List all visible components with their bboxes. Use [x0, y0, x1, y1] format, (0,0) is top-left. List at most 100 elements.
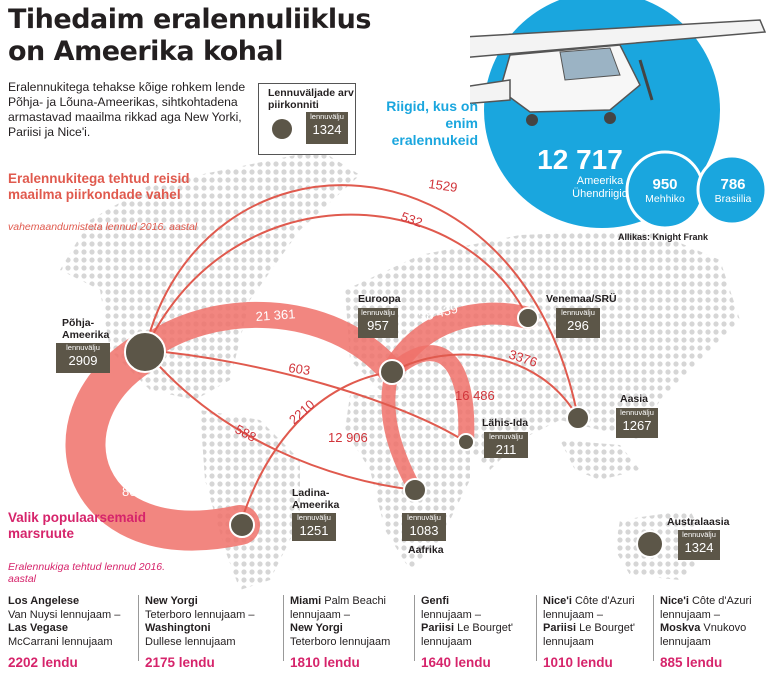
route-divider	[283, 595, 284, 661]
route-airport-b: Le Bourget' lennujaam	[543, 622, 636, 648]
region-latin-america-value: 1251	[299, 523, 329, 538]
flow-na-russia	[144, 213, 529, 351]
region-russia-value: 296	[567, 318, 589, 333]
route-divider	[536, 595, 537, 661]
brazil-figure: 786 Brasiilia	[700, 176, 766, 205]
route-item: Nice'i Côte d'Azuri lennujaam – Moskva V…	[660, 595, 752, 670]
usa-name: Ameerika Ühendriigid	[572, 175, 628, 200]
route-city-b: Washingtoni	[145, 622, 211, 634]
node-russia	[517, 307, 539, 329]
region-africa-box: lennuvälju 1083	[402, 513, 446, 541]
flow-label-latin-europe: 2210	[286, 397, 318, 427]
flow-label-europe-africa: 12 906	[328, 430, 368, 445]
route-airport-b: Dullese lennujaam	[145, 635, 236, 648]
route-total: 1640 lendu	[421, 655, 491, 670]
legend-count-box: lennuvälju 1324	[306, 112, 348, 144]
route-airport-b: Le Bourget' lennujaam	[421, 622, 514, 648]
region-europe-box: lennuvälju 957	[358, 308, 398, 338]
flow-europe-middle-east	[384, 345, 475, 450]
flows-subheading: vahemaandumisteta lennud 2016. aastal	[8, 221, 198, 233]
route-city-a: New Yorgi	[145, 595, 198, 607]
route-airport-a: lennujaam	[421, 608, 472, 621]
region-africa-value: 1083	[409, 523, 439, 538]
node-latin-america	[229, 512, 255, 538]
brazil-name: Brasiilia	[714, 193, 752, 205]
region-australasia-name: Australaasia	[667, 516, 730, 528]
region-north-america-box: lennuvälju 2909	[56, 343, 110, 373]
region-australasia-box: lennuvälju 1324	[678, 530, 720, 560]
route-airport-a: Teterboro lennujaam	[145, 608, 246, 621]
mexico-name: Mehhiko	[645, 193, 685, 205]
flow-na-middle-east	[144, 349, 467, 443]
route-city-b: Las Vegase	[8, 622, 68, 634]
flow-latin-europe	[239, 371, 393, 526]
intro-text: Eralennukitega tehakse kõige rohkem lend…	[8, 80, 246, 139]
region-australasia-value: 1324	[684, 540, 714, 555]
flow-na-europe	[132, 301, 405, 385]
node-middle-east	[457, 433, 475, 451]
route-total: 1810 lendu	[290, 655, 360, 670]
route-airport-a: Côte d'Azuri lennujaam	[543, 595, 635, 621]
route-item: Los Angelese Van Nuysi lennujaam – Las V…	[8, 595, 136, 675]
brazil-bubble	[696, 154, 768, 226]
title-line-1: Tihedaim eralennuliiklus	[8, 4, 371, 35]
airplane-icon	[470, 19, 767, 126]
title-line-2: on Ameerika kohal	[8, 36, 283, 67]
route-airport-b: Vnukovo lennujaam	[660, 622, 747, 648]
flow-na-latin	[65, 335, 260, 551]
region-north-america-name: Põhja-Ameerika	[62, 317, 110, 341]
brazil-value: 786	[720, 176, 746, 193]
region-asia-label: lennuvälju	[620, 408, 654, 417]
route-city-a: Los Angelese	[8, 595, 80, 607]
mexico-value: 950	[652, 176, 678, 193]
flow-label-europe-middle-east: 16 486	[455, 388, 495, 403]
region-north-america-value: 2909	[68, 353, 98, 368]
route-divider	[414, 595, 415, 661]
flow-europe-asia	[391, 353, 579, 419]
country-bubbles	[470, 0, 768, 230]
route-city-a: Genfi	[421, 595, 450, 607]
route-item: New Yorgi Teterboro lennujaam – Washingt…	[145, 595, 275, 675]
flow-bands	[65, 301, 539, 551]
node-africa	[403, 478, 427, 502]
route-divider	[138, 595, 139, 661]
node-australasia	[636, 530, 664, 558]
route-airport-a: Côte d'Azuri lennujaam	[660, 595, 752, 621]
legend-node-icon	[272, 119, 292, 139]
region-europe-value: 957	[367, 318, 389, 333]
route-city-a: Nice'i	[660, 595, 689, 607]
flow-label-na-latin: 80 029	[122, 484, 162, 499]
region-russia-box: lennuvälju 296	[556, 308, 600, 338]
route-item: Miami Palm Beachi lennujaam – New Yorgi …	[290, 595, 418, 675]
mexico-figure: 950 Mehhiko	[628, 176, 702, 205]
routes-subheading: Eralennukiga tehtud lennud 2016. aastal	[8, 561, 166, 585]
route-total: 2175 lendu	[145, 655, 215, 670]
region-asia-value: 1267	[622, 418, 652, 433]
route-airport-b: Teterboro lennujaam	[290, 635, 391, 648]
routes-heading: Valik populaarsemaid marsruute	[8, 510, 147, 541]
flow-label-na-europe: 21 361	[255, 306, 296, 324]
routes-list: Los Angelese Van Nuysi lennujaam – Las V…	[8, 595, 763, 675]
region-russia-name: Venemaa/SRÜ	[546, 293, 617, 305]
node-north-america	[124, 331, 166, 373]
route-airport-b: McCarrani lennujaam	[8, 635, 113, 648]
flow-label-na-middle-east: 603	[288, 360, 312, 378]
source-note: Allikas: Knight Frank	[618, 232, 709, 242]
region-asia-name: Aasia	[620, 393, 649, 405]
flow-lines	[144, 184, 579, 526]
legend-label: lennuvälju	[310, 112, 344, 121]
legend-title: Lennuväljade arv piirkonniti	[268, 87, 354, 111]
route-city-b: Pariisi	[421, 622, 455, 634]
route-city-b: Moskva	[660, 622, 701, 634]
region-north-america-label: lennuvälju	[66, 343, 100, 352]
usa-value: 12 717	[537, 144, 623, 175]
flow-label-na-russia: 532	[399, 209, 425, 231]
region-europe-label: lennuvälju	[361, 308, 395, 317]
region-nodes	[124, 307, 664, 558]
countries-heading: Riigid, kus on enim eralennukeid	[386, 98, 478, 148]
route-city-b: Pariisi	[543, 622, 577, 634]
region-middle-east-label: lennuvälju	[489, 432, 523, 441]
region-latin-america-name: Ladina-Ameerika	[292, 487, 340, 511]
route-city-a: Nice'i	[543, 595, 572, 607]
route-airport-a: Van Nuysi lennujaam	[8, 608, 112, 621]
